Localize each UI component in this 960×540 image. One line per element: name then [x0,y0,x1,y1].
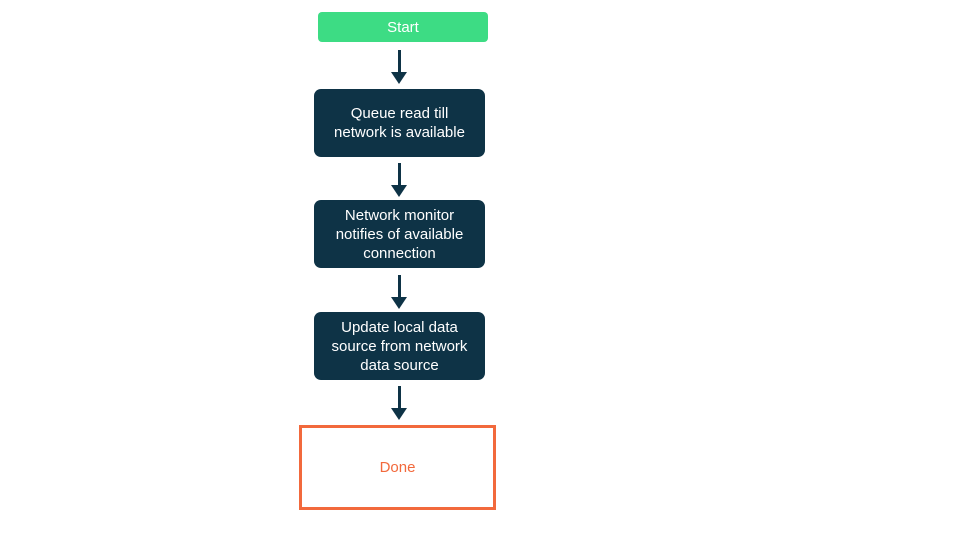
flowchart-node-network-monitor: Network monitor notifies of available co… [314,200,485,268]
process-node-label-line: data source [360,356,439,374]
arrow-shaft [397,50,401,72]
process-node-label-line: Update local data [341,318,458,336]
arrow-down-icon [391,50,407,84]
arrow-down-icon [391,275,407,309]
start-node-label: Start [387,18,419,36]
process-node-label-line: connection [363,244,436,262]
process-node-label-line: Queue read till [350,105,449,122]
arrow-shaft [397,163,401,185]
process-node-label-line: source from network [331,337,468,355]
end-node-label: Done [379,459,416,476]
flowchart-node-queue-read: Queue read till network is available [314,89,485,157]
flowchart-node-done: Done [299,425,496,510]
arrow-down-icon [391,163,407,197]
flowchart-node-start: Start [318,12,488,42]
arrow-head [391,408,407,420]
arrow-down-icon [391,386,407,420]
process-node-label-line: notifies of available [335,225,464,243]
arrow-head [391,185,407,197]
arrow-head [391,297,407,309]
arrow-shaft [397,386,401,408]
arrow-shaft [397,275,401,297]
flowchart-node-update-local: Update local data source from network da… [314,312,485,380]
process-node-label-line: network is available [334,124,465,141]
process-node-label-line: Network monitor [344,206,455,224]
arrow-head [391,72,407,84]
